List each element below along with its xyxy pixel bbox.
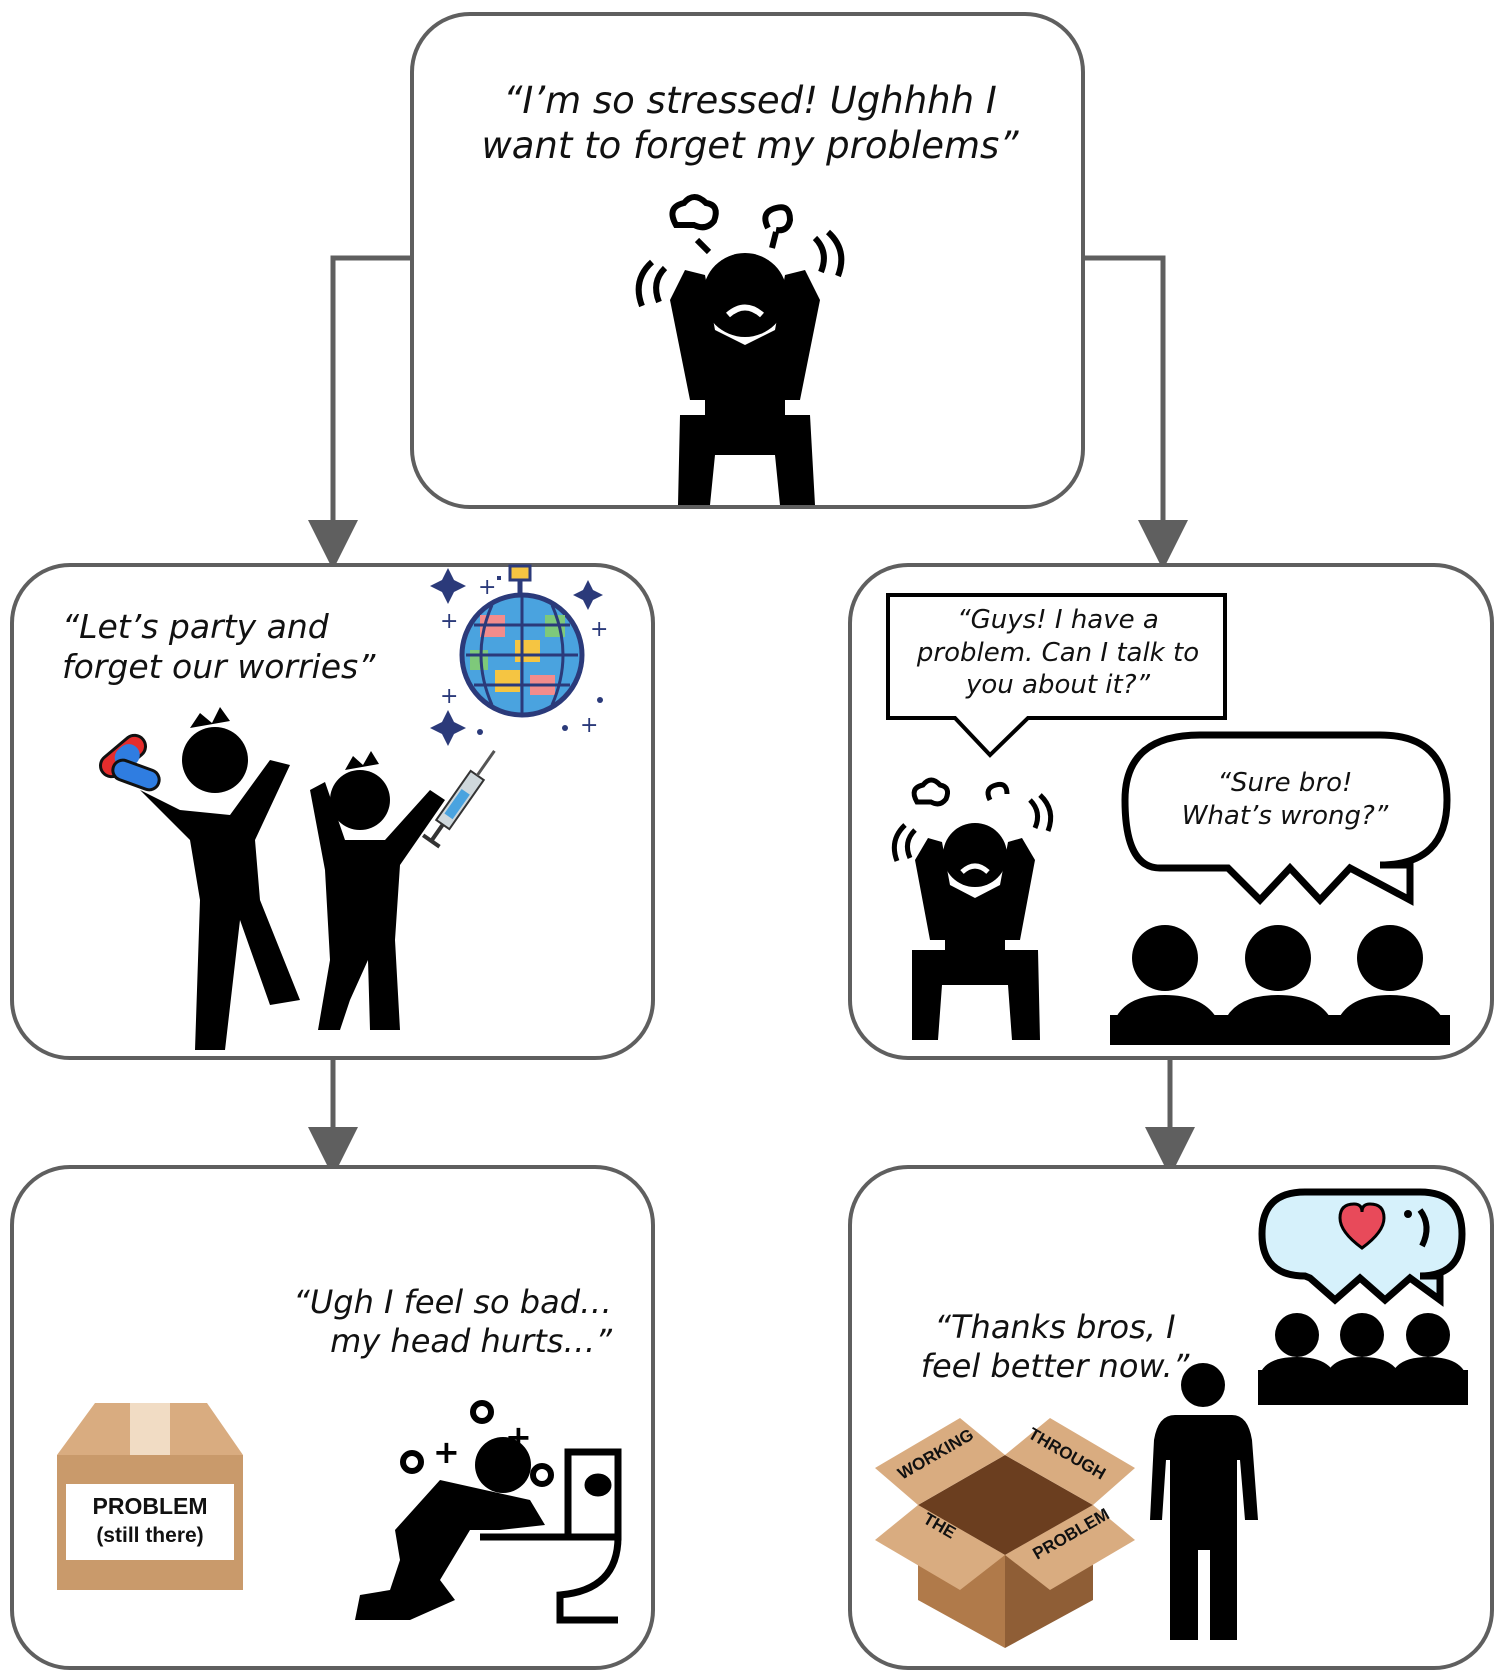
arrow-top-to-left — [308, 255, 410, 570]
standing-person-icon — [1150, 1363, 1258, 1640]
dancer-two — [310, 751, 445, 1030]
syringe-icon — [421, 749, 496, 849]
svg-text:+: + — [440, 609, 458, 634]
friends-small-icon — [1258, 1313, 1468, 1405]
sick-person-icon — [355, 1437, 545, 1620]
svg-text:+: + — [580, 713, 598, 738]
open-box-icon — [875, 1418, 1135, 1648]
heart-bubble-icon — [1258, 1188, 1466, 1307]
problem-bubble-text: “Guys! I have a problem. Can I talk to y… — [916, 605, 1200, 700]
problem-speech-bubble — [886, 593, 1227, 758]
arrow-top-to-right — [1085, 255, 1188, 570]
problem-label-line1: PROBLEM — [92, 1493, 208, 1519]
problem-box-label: PROBLEM (still there) — [66, 1492, 234, 1549]
party-quote: “Let’s party and forget our worries” — [62, 607, 376, 687]
disco-ball-icon: + + + + + — [430, 564, 608, 746]
better-quote: “Thanks bros, I feel better now.” — [920, 1308, 1190, 1386]
reply-bubble-text: “Sure bro! What’s wrong?” — [1181, 768, 1389, 831]
svg-text:+: + — [505, 1418, 532, 1456]
svg-text:+: + — [433, 1433, 460, 1471]
top-quote: “I’m so stressed! Ughhhh I want to forge… — [481, 79, 1019, 168]
svg-text:+: + — [440, 684, 458, 709]
dancer-one — [140, 707, 300, 1050]
pills-icon — [99, 733, 161, 792]
reply-speech-bubble — [1121, 731, 1451, 906]
problem-box-icon — [57, 1403, 243, 1590]
svg-text:+: + — [590, 617, 608, 642]
problem-label-line2: (still there) — [96, 1523, 204, 1547]
friends-group-icon — [1110, 925, 1450, 1045]
toilet-icon — [480, 1448, 622, 1624]
svg-text:+: + — [478, 575, 496, 600]
hangover-quote: “Ugh I feel so bad…my head hurts…” — [293, 1283, 612, 1361]
